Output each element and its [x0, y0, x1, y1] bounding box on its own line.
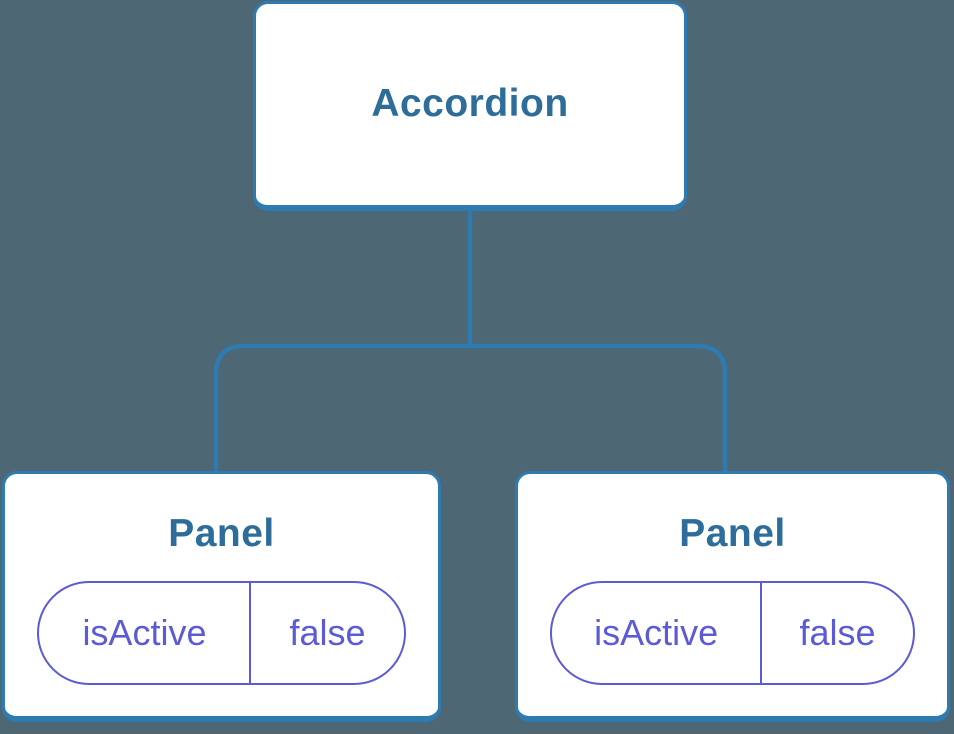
- state-key: isActive: [552, 582, 763, 683]
- state-pill: isActive false: [550, 580, 915, 685]
- state-value: false: [289, 611, 366, 653]
- state-value: false: [799, 611, 876, 653]
- state-key: isActive: [39, 582, 252, 683]
- state-pill: isActive false: [37, 580, 406, 685]
- panel-node-right: Panel isActive false: [515, 471, 950, 722]
- panel-node-label: Panel: [168, 512, 275, 555]
- panel-node-label: Panel: [679, 512, 786, 555]
- accordion-node-label: Accordion: [371, 82, 569, 126]
- accordion-node: Accordion: [253, 1, 687, 211]
- panel-node-left: Panel isActive false: [2, 471, 441, 722]
